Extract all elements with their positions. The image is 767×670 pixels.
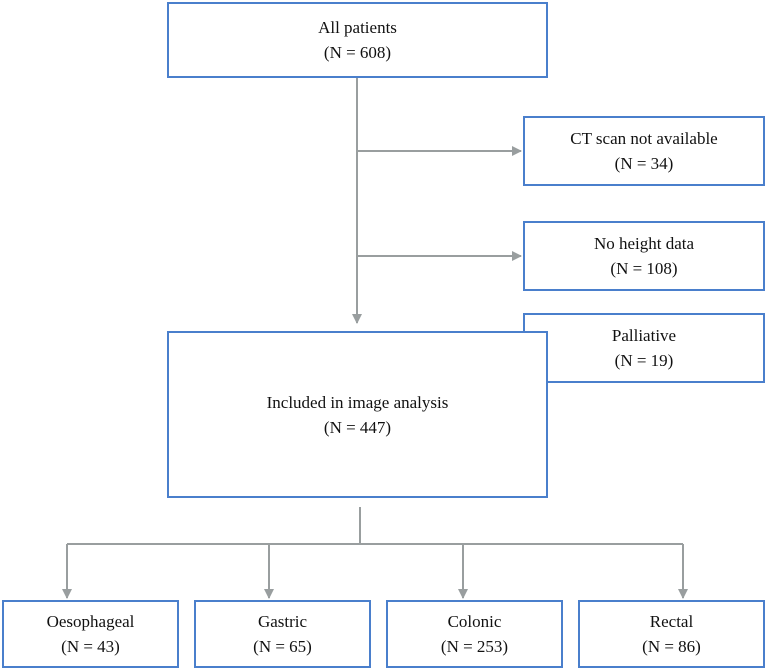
included-label: Included in image analysis xyxy=(266,392,449,412)
ct-not-available-label: CT scan not available xyxy=(570,129,718,148)
oesophageal-count: (N = 43) xyxy=(61,637,120,656)
colonic-label: Colonic xyxy=(447,612,502,631)
no-height-label: No height data xyxy=(593,234,695,253)
gastric-box: Gastric (N = 65) xyxy=(194,600,371,668)
rectal-label: Rectal xyxy=(649,612,694,631)
all-patients-label: All patients xyxy=(318,18,397,37)
ct-not-available-box: CT scan not available (N = 34) xyxy=(523,116,765,186)
colonic-count: (N = 253) xyxy=(440,637,509,656)
colonic-box: Colonic (N = 253) xyxy=(386,600,563,668)
gastric-label: Gastric xyxy=(257,612,308,631)
gastric-count: (N = 65) xyxy=(253,637,312,656)
palliative-count: (N = 19) xyxy=(614,351,674,370)
rectal-count: (N = 86) xyxy=(642,637,701,656)
oesophageal-box: Oesophageal (N = 43) xyxy=(2,600,179,668)
palliative-box: Palliative (N = 19) xyxy=(523,313,765,383)
oesophageal-label: Oesophageal xyxy=(46,612,135,631)
ct-not-available-count: (N = 34) xyxy=(614,154,674,173)
rectal-box: Rectal (N = 86) xyxy=(578,600,765,668)
all-patients-box: All patients (N = 608) xyxy=(167,2,548,78)
no-height-box: No height data (N = 108) xyxy=(523,221,765,291)
included-box: Included in image analysis (N = 447) xyxy=(167,331,548,498)
all-patients-count: (N = 608) xyxy=(323,43,392,62)
no-height-count: (N = 108) xyxy=(610,259,678,278)
palliative-label: Palliative xyxy=(611,326,677,345)
included-count: (N = 447) xyxy=(323,417,392,437)
